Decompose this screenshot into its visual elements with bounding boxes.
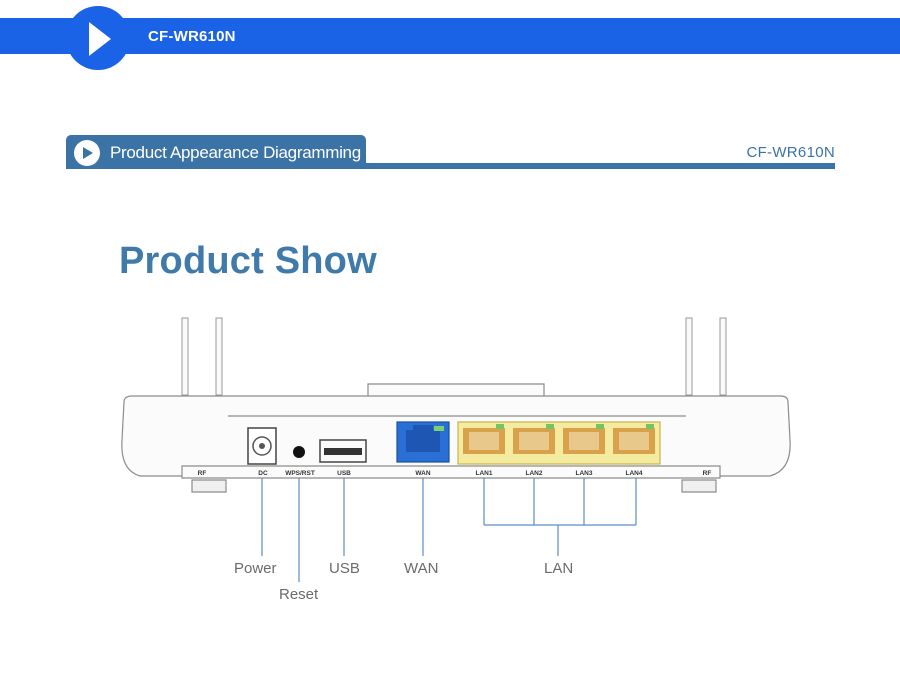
- section-model: CF-WR610N: [746, 144, 835, 161]
- label-usb: USB: [337, 470, 351, 477]
- callout-wan: WAN: [404, 560, 439, 577]
- wps-rst-button: [293, 446, 305, 458]
- play-arrow-icon: [83, 147, 93, 159]
- banner-arrow-badge: [66, 6, 130, 70]
- page-title: Product Show: [119, 240, 377, 282]
- wan-port: [396, 421, 450, 463]
- lan-port-3: [563, 424, 605, 454]
- label-dc: DC: [258, 470, 268, 477]
- dc-jack: [247, 427, 277, 465]
- label-wan: WAN: [415, 470, 430, 477]
- section-title: Product Appearance Diagramming: [110, 143, 361, 162]
- label-lan4: LAN4: [626, 470, 643, 477]
- lan-port-2: [513, 424, 555, 454]
- callout-power: Power: [234, 560, 277, 577]
- router-body: [121, 383, 791, 493]
- label-lan1: LAN1: [476, 470, 493, 477]
- callout-lines: [261, 478, 637, 582]
- lan-port-block: [457, 421, 661, 465]
- callout-reset: Reset: [279, 586, 319, 603]
- banner-model: CF-WR610N: [148, 28, 236, 45]
- callout-usb: USB: [329, 560, 360, 577]
- label-lan3: LAN3: [576, 470, 593, 477]
- label-rf-left: RF: [198, 470, 207, 477]
- section-badge: [74, 140, 100, 166]
- lan-port-1: [463, 424, 505, 454]
- label-lan2: LAN2: [526, 470, 543, 477]
- lan-port-4: [613, 424, 655, 454]
- play-arrow-icon: [89, 22, 111, 56]
- label-rf-right: RF: [703, 470, 712, 477]
- section-underline: [66, 163, 835, 169]
- callout-lan: LAN: [544, 560, 574, 577]
- top-banner: [0, 18, 900, 54]
- label-wps-rst: WPS/RST: [285, 470, 315, 477]
- usb-port: [319, 439, 367, 463]
